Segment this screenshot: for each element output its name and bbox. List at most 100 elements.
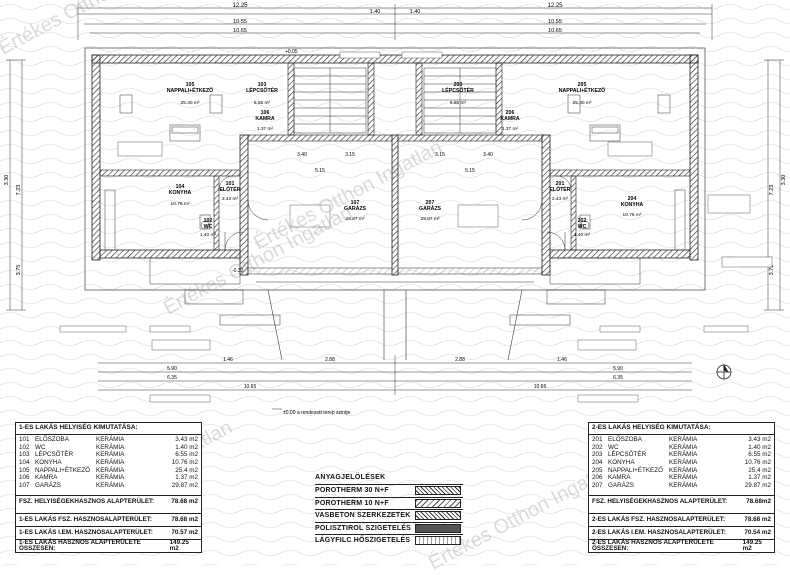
dim-b1-2: 2.88 <box>455 357 465 363</box>
room-101-name: ELŐTÉR <box>219 185 240 193</box>
swatch-porotherm30 <box>415 486 461 496</box>
front-steps <box>149 257 641 326</box>
dim-inner-1: 3.15 <box>345 152 355 158</box>
table-2-total-fsz: 2-ES LAKÁS FSZ. HASZNOSALAPTERÜLET:78.68… <box>589 512 774 526</box>
notes <box>117 51 773 268</box>
dim-b1-0: 1.46 <box>223 357 233 363</box>
dim-inner-4: 5.15 <box>315 168 325 174</box>
room-103-name: LÉPCSŐTÉR <box>246 86 278 94</box>
room-207-name: GARÁZS <box>419 205 441 212</box>
room-206-code: 206 <box>506 110 515 116</box>
dim-right-3: 3.75 <box>769 265 775 276</box>
room-203-name: LÉPCSŐTÉR <box>442 86 474 94</box>
legend-item: LÁGYFILC HŐSZIGETELÉS <box>315 534 463 547</box>
swatch-lagyfilc <box>415 536 461 546</box>
room-102-code: 102 <box>204 218 213 224</box>
table-2-total-iem: 2-ES LAKÁS I.EM. HASZNOSALAPTERÜLET:70.5… <box>589 525 774 539</box>
dim-b1-3: 1.46 <box>557 357 567 363</box>
dim-inner-0: 3.40 <box>297 152 307 158</box>
table-1-title: 1-ES LAKÁS HELYISÉG KIMUTATÁSA: <box>16 423 201 435</box>
dim-inner-5: 5.15 <box>465 168 475 174</box>
room-204-name: KONYHA <box>621 202 644 208</box>
room-202-area: 1.40 m² <box>574 232 591 238</box>
room-105-name: NAPPALI+ÉTKEZŐ <box>167 86 213 94</box>
room-105-area: 25.40 m² <box>181 100 200 106</box>
table-2-sum: FSZ. HELYISÉGEKHASZNOS ALAPTERÜLET:78.68… <box>589 494 774 508</box>
room-205-area: 25.40 m² <box>573 100 592 106</box>
room-202-code: 202 <box>578 218 587 224</box>
dimension-lines-side <box>6 59 784 311</box>
table-1-total-all: 1-ES LAKÁS HASZNOS ALAPTERÜLETE ÖSSZESEN… <box>16 538 201 552</box>
table-1-total-fsz: 1-ES LAKÁS FSZ. HASZNOSALAPTERÜLET:78.68… <box>16 512 201 526</box>
room-204-area: 10.76 m² <box>623 212 642 218</box>
north-arrow-icon <box>716 363 732 380</box>
table-2-total-all: 2-ES LAKÁS HASZNOS ALAPTERÜLETE ÖSSZESEN… <box>589 538 774 552</box>
room-102-area: 1.40 m² <box>200 232 217 238</box>
legend-item: VASBETON SZERKEZETEK <box>315 509 463 522</box>
small-notes <box>59 325 749 403</box>
table-1-total-iem: 1-ES LAKÁS I.EM. HASZNOSALAPTERÜLET:70.5… <box>16 525 201 539</box>
room-107-name: GARÁZS <box>344 205 366 212</box>
dim-b3-0: 6.35 <box>167 375 177 381</box>
outer-walls <box>91 54 699 276</box>
room-106-code: 106 <box>261 110 270 116</box>
legend-item: POLISZTIROL SZIGETELÉS <box>315 521 463 535</box>
dim-top-right: 12.25 <box>547 3 563 9</box>
room-201-area: 3.43 m² <box>552 196 569 202</box>
dim-row2-left: 10.55 <box>233 19 247 25</box>
legend-title: ANYAGJELÖLÉSEK <box>315 474 386 481</box>
room-102-name: WC <box>204 224 213 230</box>
dim-b2-1: 5.90 <box>613 366 623 372</box>
level-left: +0.05 <box>285 49 298 55</box>
room-101-code: 101 <box>226 181 235 187</box>
room-205-name: NAPPALI+ÉTKEZŐ <box>559 86 605 94</box>
table-1-sum: FSZ. HELYISÉGEKHASZNOS ALAPTERÜLET:78.68… <box>16 494 201 508</box>
room-107-area: 29.87 m² <box>346 216 365 222</box>
room-201-code: 201 <box>556 181 565 187</box>
room-203-area: 6.55 m² <box>450 100 467 106</box>
dim-right-2: 7.23 <box>769 185 775 196</box>
room-207-area: 29.87 m² <box>421 216 440 222</box>
room-201-name: ELŐTÉR <box>549 185 570 193</box>
room-104-area: 10.76 m² <box>171 201 190 207</box>
ground-level-note: ±0.00 a rendezett terep szintje <box>283 410 350 416</box>
legend-item: POROTHERM 30 N+F <box>315 484 463 497</box>
dim-b3-1: 6.35 <box>613 375 623 381</box>
swatch-vasbeton <box>415 511 461 521</box>
room-206-name: KAMRA <box>500 116 520 122</box>
dim-b2-0: 5.90 <box>167 366 177 372</box>
dim-row3-right: 10.65 <box>548 28 562 34</box>
room-202-name: WC <box>578 224 587 230</box>
swatch-porotherm10 <box>415 498 461 508</box>
room-104-code: 104 <box>176 184 185 190</box>
room-106-area: 1.37 m² <box>257 126 274 132</box>
room-105-code: 105 <box>186 82 195 88</box>
dim-inner-2: 3.15 <box>435 152 445 158</box>
room-labels: 105 NAPPALI+ÉTKEZŐ 25.40 m² 103 LÉPCSŐTÉ… <box>167 82 644 238</box>
room-106-name: KAMRA <box>255 116 275 122</box>
dim-row2-right: 10.55 <box>548 19 562 25</box>
room-206-area: 1.37 m² <box>502 126 519 132</box>
dim-b4-1: 10.65 <box>534 384 547 390</box>
dim-right-1: 3.30 <box>781 175 787 186</box>
dim-sub-right: 1.40 <box>410 9 421 15</box>
room-104-name: KONYHA <box>169 190 192 196</box>
dimension-lines-top <box>77 4 713 40</box>
dim-left-3: 3.75 <box>16 265 22 276</box>
room-107-code: 107 <box>351 200 360 206</box>
room-204-code: 204 <box>628 196 637 202</box>
